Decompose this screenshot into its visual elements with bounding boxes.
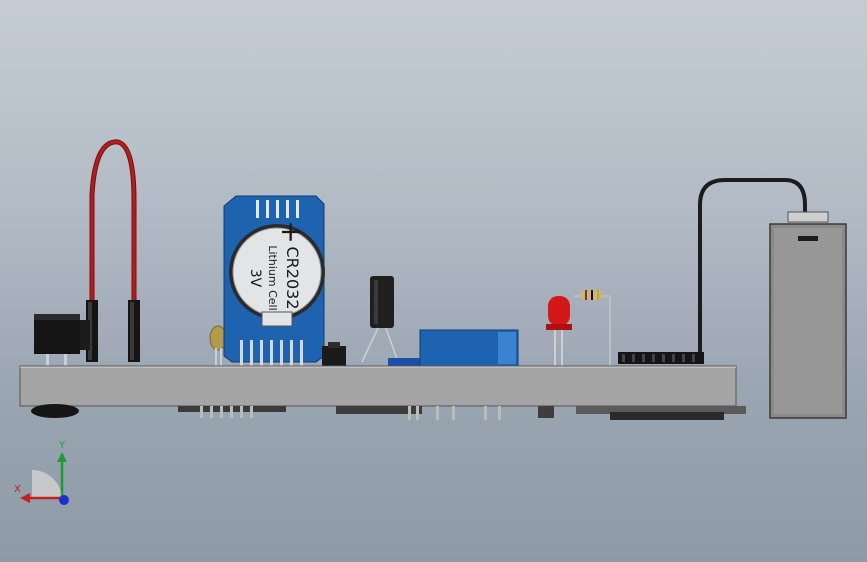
buzzer[interactable]	[34, 314, 90, 366]
battery-model-label: CR2032	[283, 246, 302, 309]
orientation-triad[interactable]: Y X	[10, 440, 80, 510]
battery-voltage-label: 3V	[247, 269, 263, 288]
blue-component[interactable]	[388, 358, 420, 366]
battery-holder[interactable]	[769, 211, 847, 419]
jumper-wire[interactable]	[86, 139, 140, 362]
underside-parts	[31, 404, 746, 420]
battery-type-label: Lithium Cell	[266, 245, 279, 310]
pin-header-strip[interactable]	[618, 352, 704, 364]
electrolytic-capacitor[interactable]	[361, 276, 399, 363]
y-axis-label: Y	[59, 440, 66, 451]
rtc-top-pins	[256, 200, 299, 218]
resistor[interactable]	[574, 290, 611, 366]
battery-cable[interactable]	[698, 178, 807, 352]
push-button[interactable]	[322, 342, 346, 366]
battery-plus: +	[275, 220, 308, 243]
triad-svg	[20, 452, 69, 505]
rtc-bottom-pins	[240, 340, 303, 366]
x-axis-label: X	[14, 484, 21, 495]
battery-text-group: + CR2032 Lithium Cell 3V	[247, 220, 308, 310]
relay[interactable]	[419, 329, 519, 367]
breadboard[interactable]	[19, 365, 737, 407]
led[interactable]	[546, 296, 572, 366]
rtc-module[interactable]: + CR2032 Lithium Cell 3V	[223, 195, 325, 366]
